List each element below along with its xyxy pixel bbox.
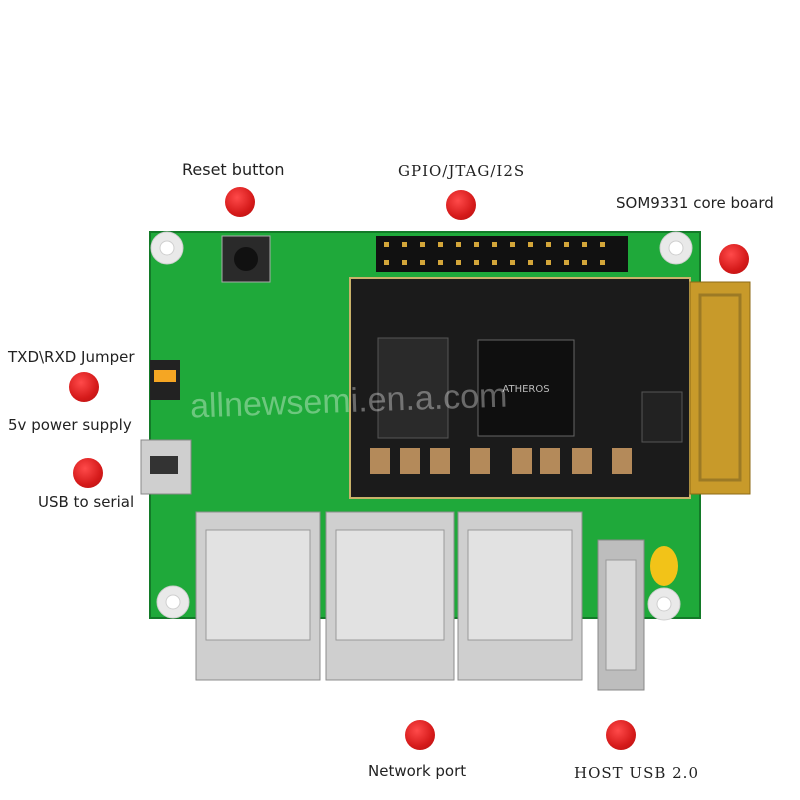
jumper-block [150,360,180,400]
reset-button-part [221,235,271,283]
jumper-label: TXD\RXD Jumper [8,348,135,366]
host-usb-label: HOST USB 2.0 [574,764,699,782]
network-marker-dot [405,720,435,750]
gpio-label: GPIO/JTAG/I2S [398,162,526,180]
core-label: SOM9331 core board [616,194,774,212]
usb-host-port [597,539,645,691]
reset-label: Reset button [182,160,285,179]
svg-text:ATHEROS: ATHEROS [502,384,549,395]
host-usb-marker-dot [606,720,636,750]
reset-marker-dot [225,187,255,217]
core-marker-dot [719,244,749,274]
core-module: ATHEROS [349,277,691,499]
micro-usb-port [140,439,192,495]
network-label: Network port [368,762,467,780]
gpio-header [376,236,628,272]
power-label: 5v power supply [8,416,132,434]
rj45-ports [195,511,583,681]
usb-serial-label: USB to serial [38,493,135,511]
capacitor [650,546,678,586]
usb-serial-marker-dot [73,458,103,488]
antenna [689,281,751,495]
mounting-holes [150,231,693,621]
jumper-marker-dot [69,372,99,402]
gpio-marker-dot [446,190,476,220]
